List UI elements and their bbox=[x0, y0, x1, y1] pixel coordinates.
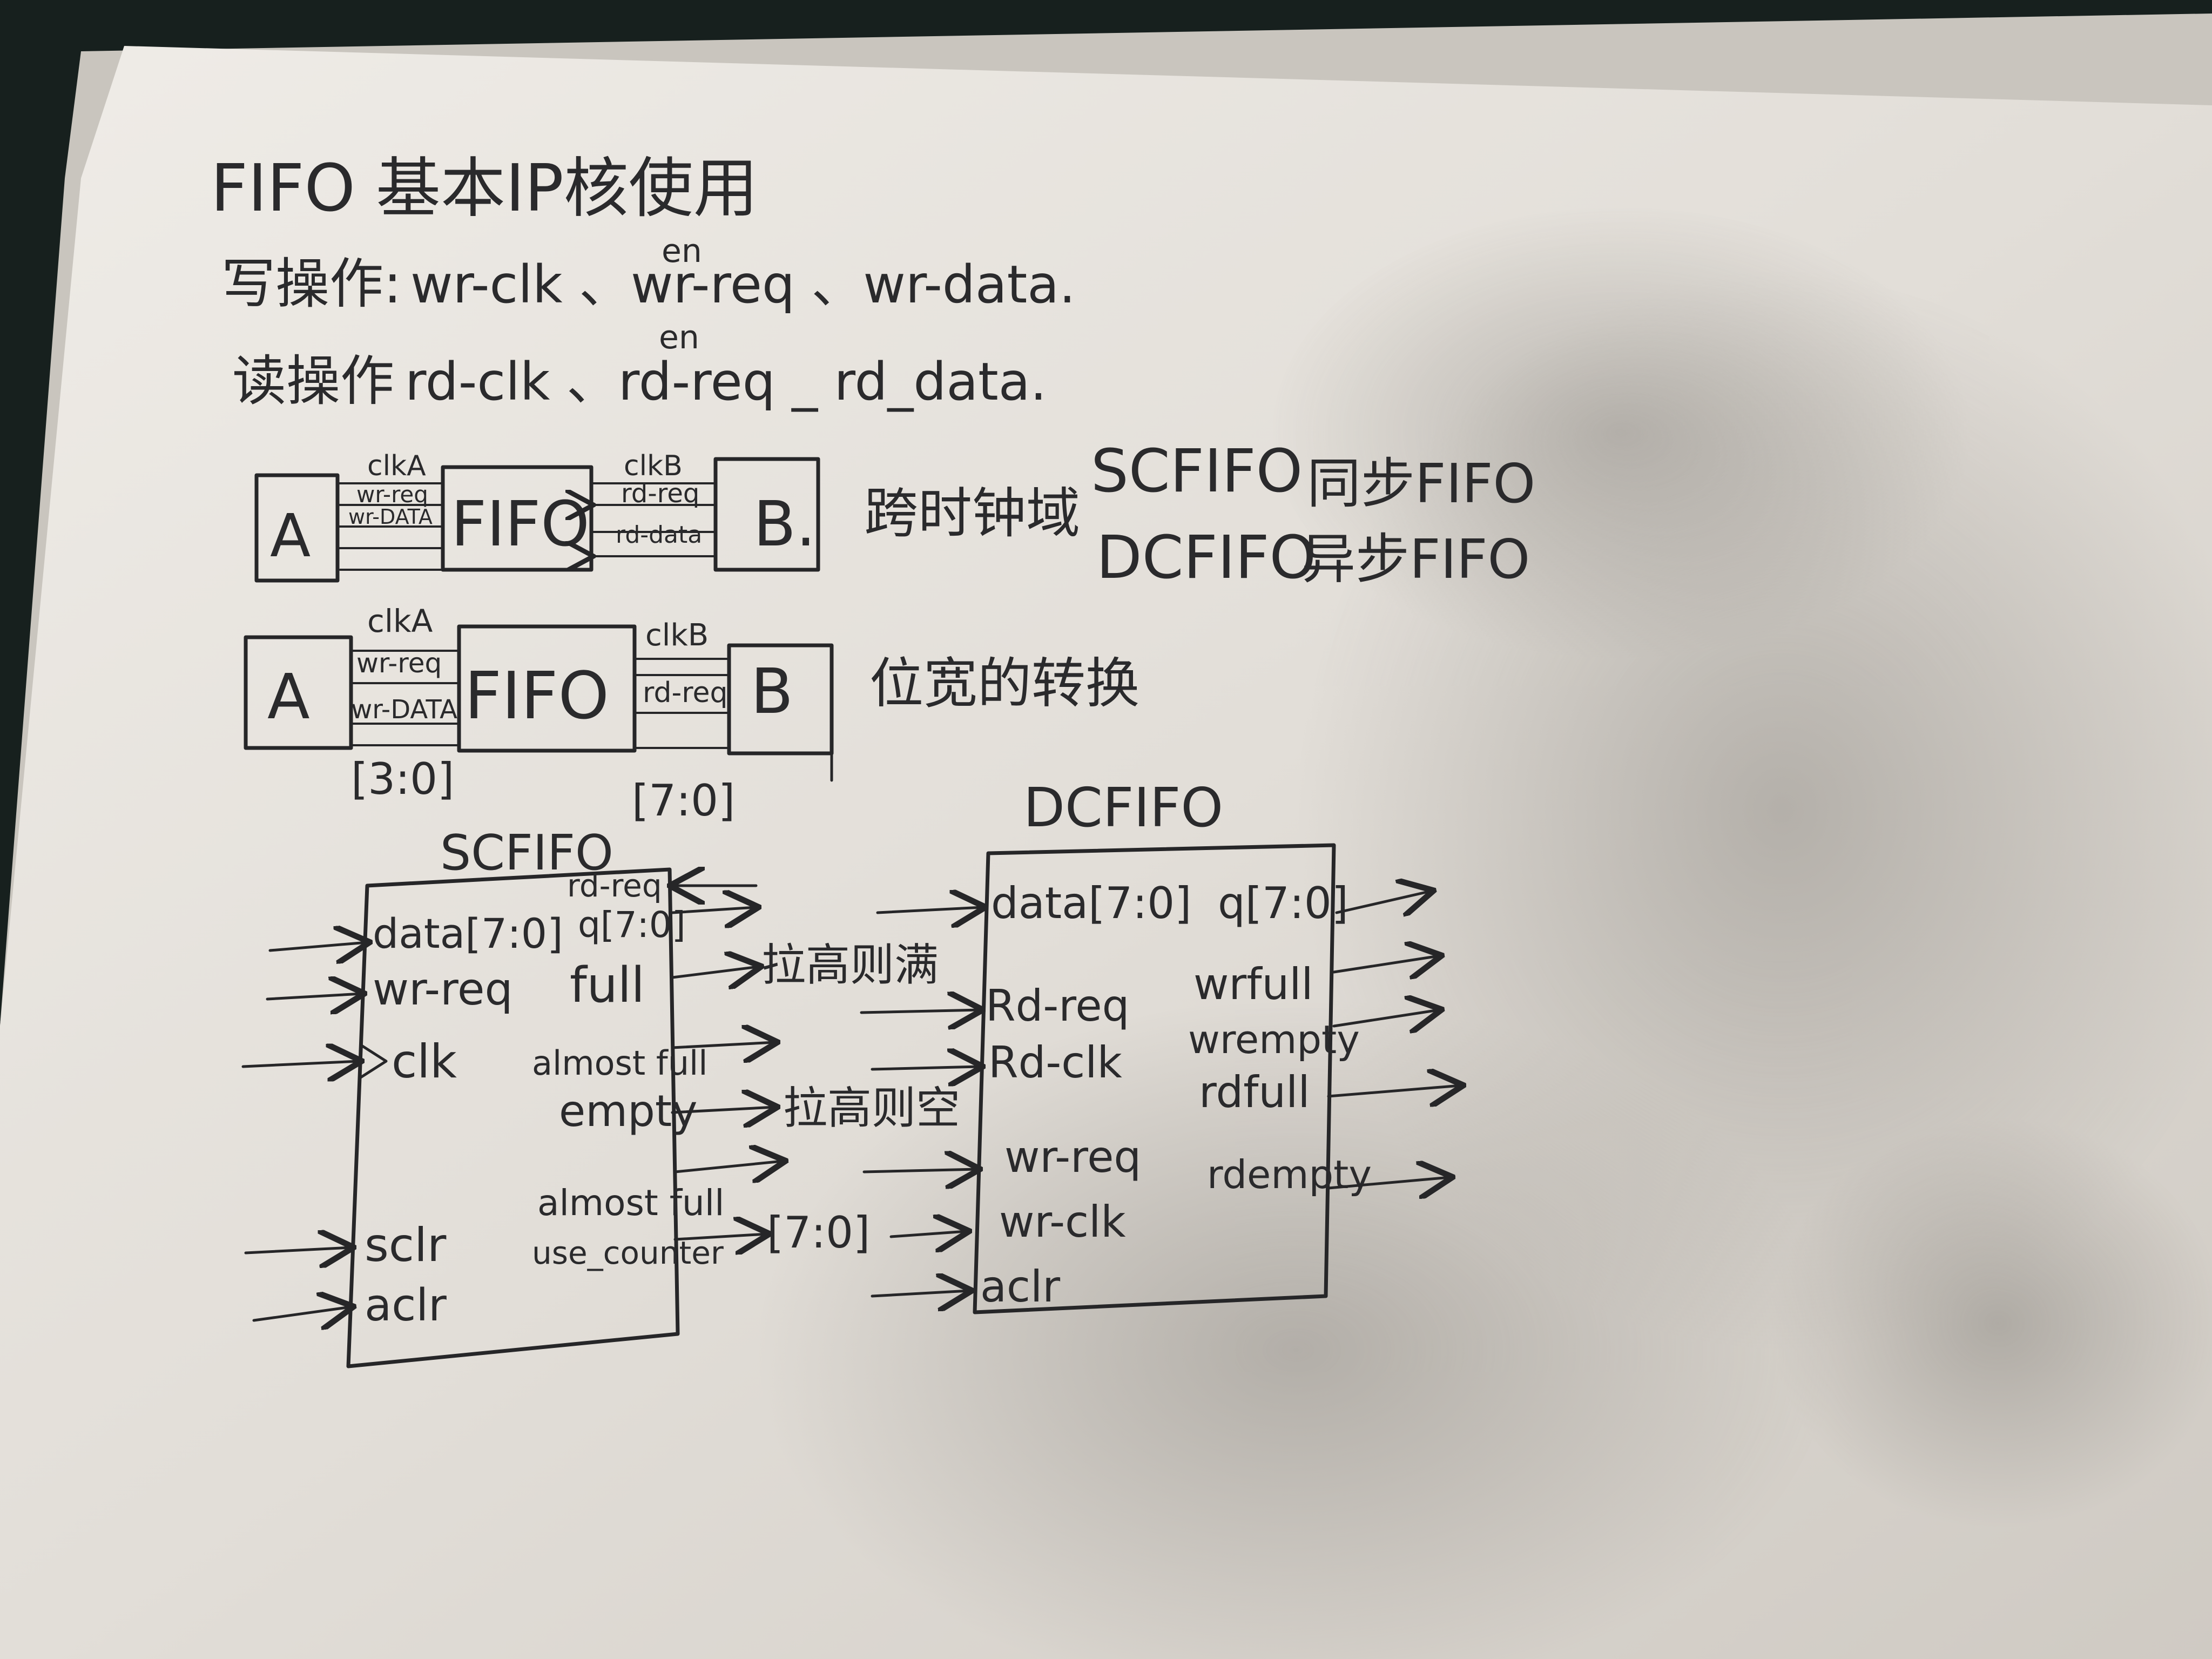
scfifo-title: SCFIFO bbox=[440, 825, 613, 881]
block-fifo-label: FIFO bbox=[451, 488, 590, 561]
width-convert-note: 位宽的转换 bbox=[869, 652, 1139, 715]
dcfifo-in-wrclk: wr-clk bbox=[999, 1197, 1126, 1247]
scfifo-counter-width: [7:0] bbox=[767, 1208, 870, 1258]
dcfifo-in-data: data[7:0] bbox=[991, 878, 1191, 928]
cross-clock-note: 跨时钟域 bbox=[864, 482, 1080, 545]
hand-shadow bbox=[756, 205, 2212, 1659]
read-op-signals: rd-clk 、rd-req _ rd_data. bbox=[405, 352, 1047, 412]
dcfifo-in-rdreq: Rd-req bbox=[986, 981, 1129, 1031]
scfifo-in-sclr: sclr bbox=[365, 1218, 447, 1272]
wc-block-a bbox=[244, 635, 353, 750]
cc-left-signal-1: clkA bbox=[367, 450, 426, 482]
wc-left-signal-3: wr-DATA bbox=[351, 694, 457, 725]
scfifo-in-data: data[7:0] bbox=[373, 909, 563, 957]
read-op-label: 读操作 bbox=[232, 349, 394, 413]
wc-right-signal-1: clkB bbox=[645, 618, 709, 653]
wc-left-signal-2: wr-req bbox=[356, 648, 442, 679]
dcfifo-in-aclr: aclr bbox=[980, 1262, 1060, 1312]
page-title: FIFO 基本IP核使用 bbox=[211, 151, 758, 226]
cc-left-signal-2: wr-req bbox=[356, 481, 428, 508]
block-a bbox=[254, 473, 340, 583]
dcfifo-diagram: DCFIFO data[7:0] Rd-req Rd-clk wr-req wr… bbox=[860, 776, 1461, 1314]
cc-right-signal-1: clkB bbox=[624, 450, 683, 482]
wc-block-fifo bbox=[457, 624, 637, 753]
block-a-label: A bbox=[270, 501, 311, 570]
dcfifo-type-note: 异步FIFO bbox=[1301, 528, 1530, 591]
scfifo-box bbox=[346, 867, 680, 1368]
scfifo-out-almost-full-2: almost full bbox=[537, 1182, 724, 1224]
wc-block-a-label: A bbox=[267, 661, 310, 733]
scfifo-out-use-counter: use_counter bbox=[532, 1235, 724, 1271]
wc-left-signal-1: clkA bbox=[367, 603, 433, 639]
scfifo-diagram: SCFIFO data[7:0] wr-req clk sclr aclr rd… bbox=[241, 825, 960, 1368]
dcfifo-out-wrempty: wrempty bbox=[1188, 1017, 1360, 1062]
wc-right-width: [7:0] bbox=[632, 775, 735, 826]
cc-right-signal-2: rd-req bbox=[621, 478, 699, 509]
wc-block-b-label: B bbox=[751, 656, 793, 728]
width-convert-diagram: A FIFO B clkA wr-req wr-DATA [3:0] clkB … bbox=[244, 603, 1139, 826]
write-en-note: en bbox=[662, 232, 702, 270]
scfifo-out-full: full bbox=[570, 957, 645, 1014]
cross-clock-diagram: A FIFO B. clkA wr-req wr-DATA clkB rd-re… bbox=[254, 450, 1080, 583]
scfifo-in-aclr: aclr bbox=[365, 1280, 447, 1331]
scfifo-type: SCFIFO bbox=[1091, 436, 1303, 505]
dcfifo-in-wrreq: wr-req bbox=[1004, 1132, 1141, 1182]
write-op-signals: wr-clk 、wr-req 、wr-data. bbox=[410, 254, 1076, 315]
scfifo-in-wrreq: wr-req bbox=[373, 964, 513, 1015]
cc-right-signal-3: rd-data bbox=[616, 521, 702, 549]
dcfifo-title: DCFIFO bbox=[1023, 776, 1223, 839]
dcfifo-in-rdclk: Rd-clk bbox=[988, 1037, 1122, 1088]
dcfifo-type: DCFIFO bbox=[1096, 523, 1316, 592]
wc-left-width: [3:0] bbox=[351, 754, 454, 804]
scfifo-empty-note: 拉高则空 bbox=[783, 1083, 960, 1134]
scfifo-type-note: 同步FIFO bbox=[1307, 452, 1535, 515]
dcfifo-out-q: q[7:0] bbox=[1218, 878, 1348, 928]
dcfifo-out-rdempty: rdempty bbox=[1207, 1152, 1372, 1197]
scfifo-out-q: q[7:0] bbox=[578, 904, 686, 946]
write-op-label: 写操作: bbox=[221, 252, 402, 315]
dcfifo-out-wrfull: wrfull bbox=[1193, 959, 1313, 1009]
clock-triangle-icon bbox=[359, 1043, 388, 1079]
block-b-label: B. bbox=[753, 488, 815, 561]
wc-block-fifo-label: FIFO bbox=[464, 659, 609, 734]
block-b bbox=[713, 457, 820, 572]
cc-left-signal-3: wr-DATA bbox=[348, 505, 433, 529]
scfifo-out-rdreq: rd-req bbox=[567, 867, 662, 904]
scfifo-out-almost-full-1: almost full bbox=[532, 1043, 707, 1083]
wc-right-signal-2: rd-req bbox=[643, 677, 727, 709]
scfifo-in-clk: clk bbox=[392, 1035, 457, 1089]
read-en-note: en bbox=[659, 319, 699, 356]
dcfifo-out-rdfull: rdfull bbox=[1199, 1067, 1310, 1117]
scfifo-full-note: 拉高则满 bbox=[761, 940, 939, 991]
